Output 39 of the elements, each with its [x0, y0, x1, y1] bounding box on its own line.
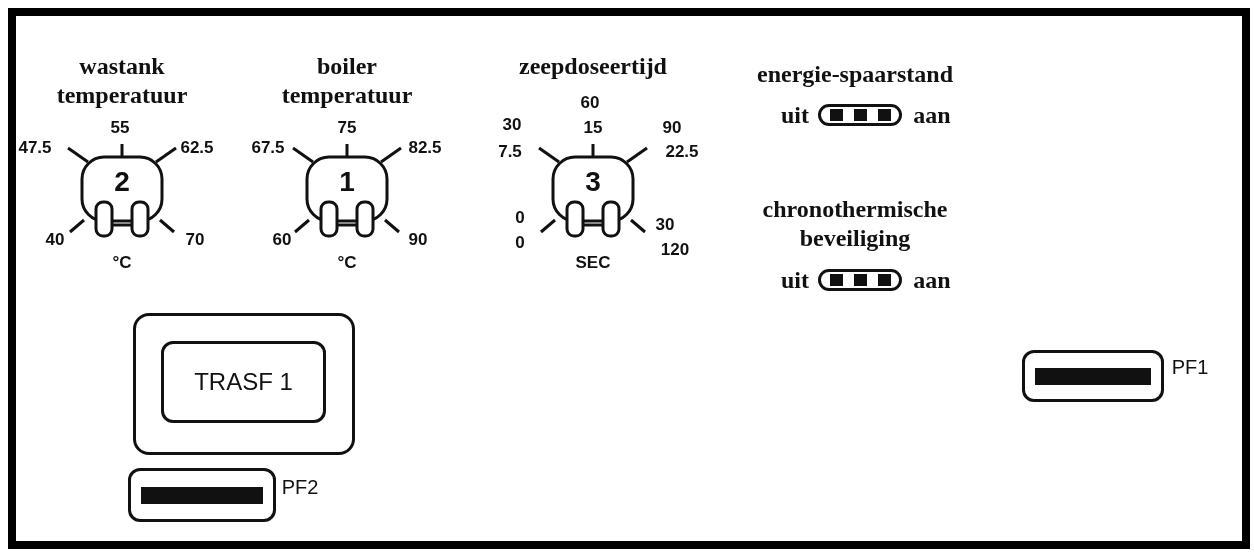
scale-value: 7.5	[498, 142, 522, 162]
scale-value: 90	[408, 230, 428, 250]
knob-number: 3	[585, 166, 601, 198]
button-label: PF1	[1171, 355, 1209, 379]
switch-title: chronothermische beveiliging	[761, 195, 949, 253]
scale-value: 75	[337, 118, 357, 138]
scale-value: 47.5	[18, 138, 52, 158]
knob-number: 2	[114, 166, 130, 198]
scale-value: 90	[662, 118, 682, 138]
dial-title: boiler temperatuur	[280, 52, 414, 110]
knob-number: 1	[339, 166, 355, 198]
scale-value: 30	[655, 215, 675, 235]
scale-value: 22.5	[665, 142, 699, 162]
scale-value: 60	[272, 230, 292, 250]
scale-value: 15	[583, 118, 603, 138]
switch-title: energie-spaarstand	[756, 60, 954, 89]
scale-value: 0	[515, 208, 525, 228]
display-frame	[133, 313, 355, 455]
scale-value: 0	[515, 233, 525, 253]
scale-value: 55	[110, 118, 130, 138]
transformer-label: TRASF 1	[161, 341, 326, 423]
dial-title: zeepdoseertijd	[518, 52, 668, 81]
scale-value: °C	[112, 253, 132, 273]
switch-state-label: uit	[781, 266, 809, 294]
scale-value: 67.5	[251, 138, 285, 158]
scale-value: 40	[45, 230, 65, 250]
scale-value: 60	[580, 93, 600, 113]
button-label: PF2	[281, 475, 319, 499]
scale-value: 70	[185, 230, 205, 250]
scale-value: 120	[660, 240, 690, 260]
switch-state-label: aan	[913, 101, 951, 129]
scale-value: 30	[502, 115, 522, 135]
dial-title: wastank temperatuur	[55, 52, 189, 110]
switch-state-label: aan	[913, 266, 951, 294]
scale-value: °C	[337, 253, 357, 273]
scale-value: SEC	[575, 253, 611, 273]
scale-value: 62.5	[180, 138, 214, 158]
scale-value: 82.5	[408, 138, 442, 158]
switch-state-label: uit	[781, 101, 809, 129]
